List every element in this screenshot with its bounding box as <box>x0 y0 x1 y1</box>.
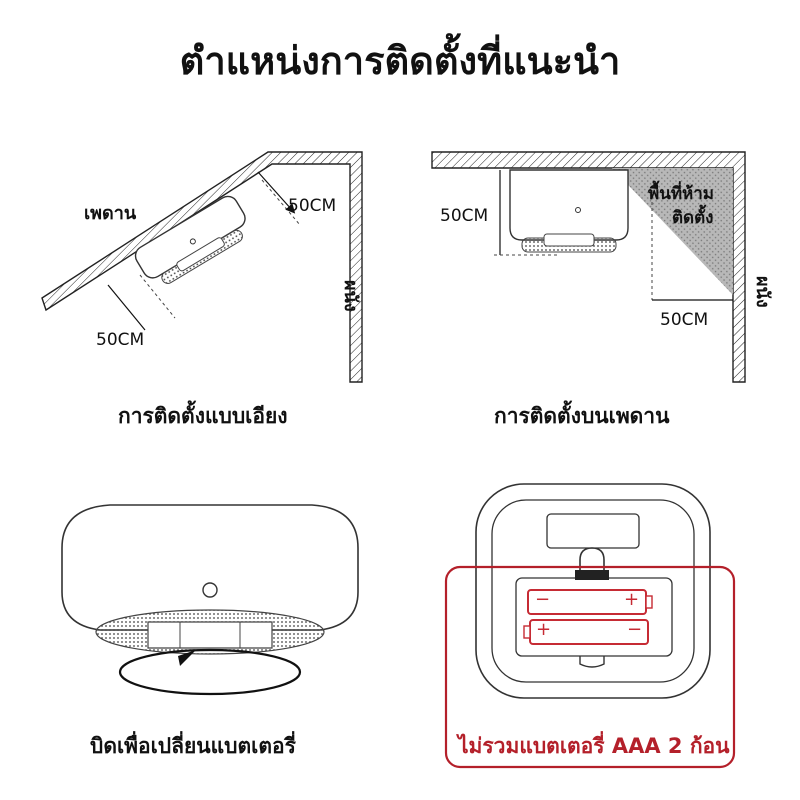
battery-note-caption: ไม่รวมแบตเตอรี่ AAA 2 ก้อน <box>458 734 730 758</box>
twist-detector-diagram <box>61 504 359 696</box>
flat-dim-left: 50CM <box>440 206 489 226</box>
slanted-caption: การติดตั้งแบบเอียง <box>118 404 288 428</box>
flat-dim-bottom: 50CM <box>660 310 709 330</box>
flat-install-diagram <box>431 151 746 383</box>
page-title: ตำแหน่งการติดตั้งที่แนะนำ <box>179 39 621 83</box>
slanted-detector <box>134 195 246 284</box>
slanted-dim-bottom: 50CM <box>96 330 145 350</box>
slanted-wall-label: ผนัง <box>340 280 361 312</box>
highlight-frame <box>444 565 736 769</box>
battery-bay-diagram <box>444 483 736 769</box>
flat-ceiling-hatch <box>431 151 746 383</box>
battery-bottom-plus: + <box>536 619 552 640</box>
forbidden-label-line1: พื้นที่ห้าม <box>648 184 714 204</box>
battery-top-minus: − <box>535 589 551 610</box>
slanted-install-diagram <box>41 151 363 383</box>
forbidden-zone <box>612 168 733 295</box>
battery-bottom-minus: − <box>627 619 643 640</box>
battery-top <box>527 589 653 615</box>
rotation-arrow-icon <box>178 650 196 666</box>
forbidden-label-line2: ติดตั้ง <box>672 208 714 228</box>
battery-top-plus: + <box>624 589 640 610</box>
flat-detector <box>509 169 629 253</box>
battery-bottom <box>523 619 649 645</box>
slanted-ceiling-hatch <box>41 151 363 383</box>
ceiling-label: เพดาน <box>84 203 137 224</box>
flat-wall-label: ผนัง <box>752 276 773 308</box>
flat-caption: การติดตั้งบนเพดาน <box>494 404 670 428</box>
slanted-dim-top: 50CM <box>288 196 337 216</box>
rotation-ring <box>118 648 302 696</box>
battery-change-caption: บิดเพื่อเปลี่ยนแบตเตอรี่ <box>90 734 296 758</box>
